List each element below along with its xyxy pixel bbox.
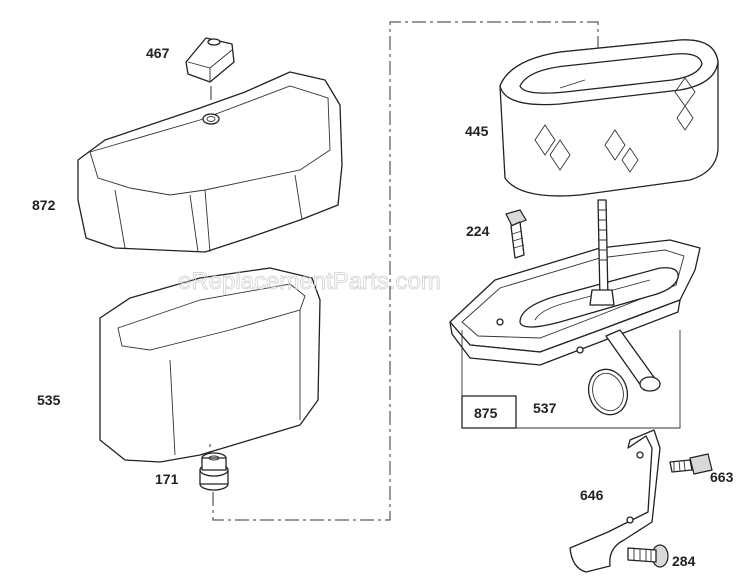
label-663: 663 [710,469,734,485]
air-cleaner-base-875[interactable] [449,199,701,429]
label-535: 535 [37,392,61,408]
label-284: 284 [672,553,696,569]
pre-cleaner-535[interactable] [99,267,321,465]
watermark-text: eReplacementParts.com [178,268,441,295]
o-ring-537[interactable] [583,364,633,419]
grommet-171[interactable] [199,452,229,491]
label-537: 537 [533,400,557,416]
screw-663[interactable] [669,453,713,475]
label-646: 646 [580,487,604,503]
label-445: 445 [465,123,489,139]
label-872: 872 [32,197,56,213]
air-filter-445[interactable] [499,39,719,197]
air-cleaner-cover-872[interactable] [77,71,343,253]
label-875: 875 [474,405,498,421]
assembly-guide-line [212,21,599,521]
label-467: 467 [146,45,170,61]
screw-284[interactable] [627,544,669,568]
bracket-646[interactable] [569,429,661,573]
knob-467[interactable] [185,37,235,110]
label-171: 171 [155,471,179,487]
bolt-224[interactable] [505,209,527,259]
label-224: 224 [466,223,490,239]
